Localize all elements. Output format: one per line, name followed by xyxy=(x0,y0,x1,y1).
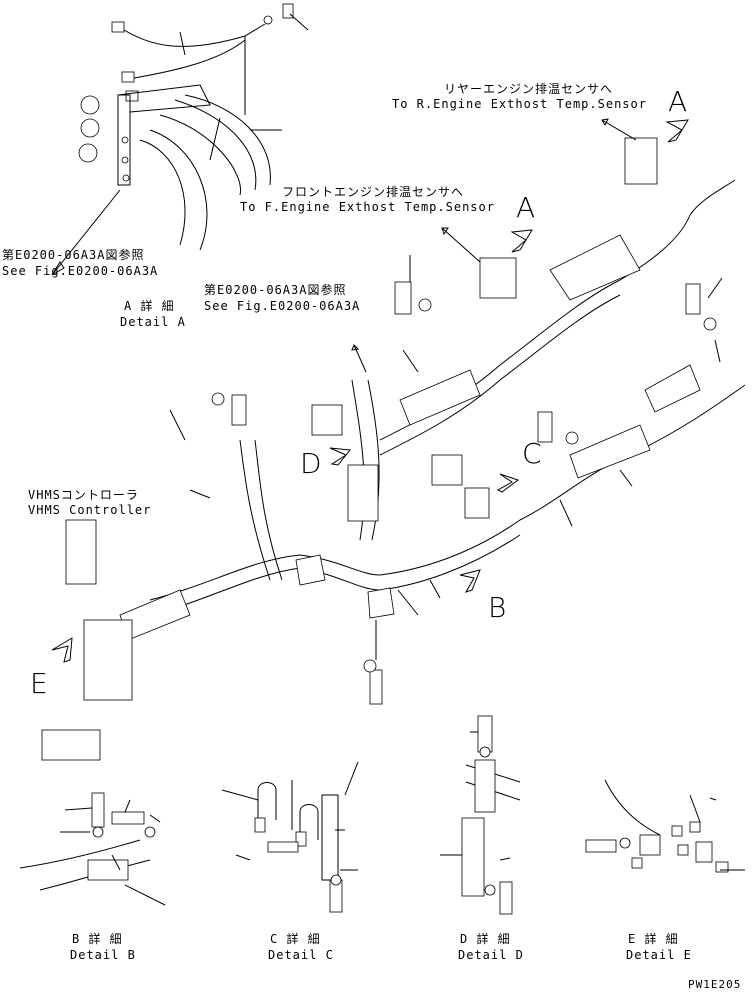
view-letter-e: E xyxy=(30,667,48,700)
detail-a-title-jp: A 詳 細 xyxy=(124,299,175,313)
detail-e-title-en: Detail E xyxy=(626,948,692,962)
see-fig-a-label-jp: 第E0200-06A3A図参照 xyxy=(2,248,145,262)
view-letter-a-rear: A xyxy=(668,85,688,118)
detail-a-title-en: Detail A xyxy=(120,315,186,329)
detail-c-drawing xyxy=(221,761,359,913)
vhms-controller-label-jp: VHMSコントローラ xyxy=(28,488,139,502)
detail-d-title-jp: D 詳 細 xyxy=(460,932,511,946)
detail-b-title-jp: B 詳 細 xyxy=(72,932,123,946)
detail-a-drawing xyxy=(51,3,309,276)
view-letter-c: C xyxy=(522,437,542,470)
vhms-controller-label-en: VHMS Controller xyxy=(28,503,152,517)
detail-d-title-en: Detail D xyxy=(458,948,524,962)
see-fig-main-label-jp: 第E0200-06A3A図参照 xyxy=(204,283,347,297)
detail-b-drawing xyxy=(19,792,166,906)
see-fig-a-label-en: See Fig.E0200-06A3A xyxy=(2,264,159,278)
view-letter-d: D xyxy=(300,447,322,480)
drawing-code: PW1E205 xyxy=(688,978,742,991)
detail-e-title-jp: E 詳 細 xyxy=(628,932,679,946)
front-sensor-label-jp: フロントエンジン排温センサへ xyxy=(282,185,465,199)
see-fig-main-label-en: See Fig.E0200-06A3A xyxy=(204,299,361,313)
view-letter-b: B xyxy=(488,591,507,624)
detail-e-drawing xyxy=(585,779,745,873)
rear-sensor-label-jp: リヤーエンジン排温センサへ xyxy=(444,82,614,96)
detail-c-title-en: Detail C xyxy=(268,948,334,962)
front-sensor-label-en: To F.Engine Exthost Temp.Sensor xyxy=(240,200,495,214)
view-letter-a-front: A xyxy=(516,191,536,224)
detail-b-title-en: Detail B xyxy=(70,948,136,962)
main-harness-drawing xyxy=(41,118,746,761)
rear-sensor-label-en: To R.Engine Exthost Temp.Sensor xyxy=(392,97,647,111)
detail-c-title-jp: C 詳 細 xyxy=(270,932,321,946)
detail-d-drawing xyxy=(440,715,521,915)
